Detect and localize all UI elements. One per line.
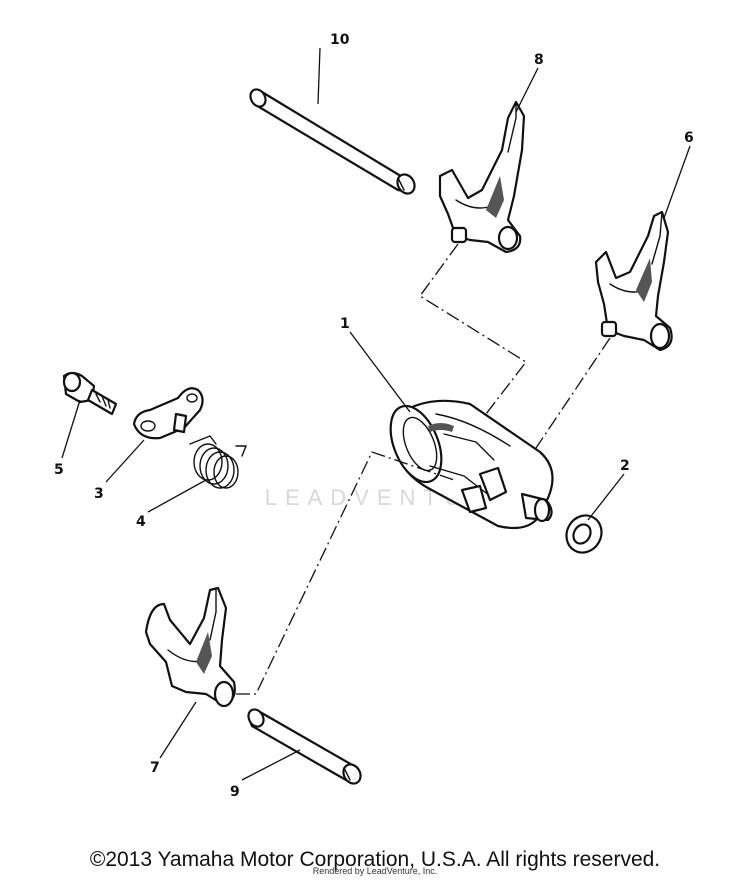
copyright-notice: ©2013 Yamaha Motor Corporation, U.S.A. A… [89, 848, 661, 871]
bolt-5[interactable] [62, 371, 118, 416]
callout-5: 5 [54, 462, 64, 478]
torsion-spring-4[interactable] [189, 435, 247, 489]
callout-7: 7 [150, 760, 160, 776]
callout-9: 9 [230, 784, 240, 800]
washer-2[interactable] [560, 509, 608, 559]
stopper-lever-3[interactable] [132, 387, 204, 440]
callout-1: 1 [340, 316, 350, 332]
shift-fork-7[interactable] [144, 586, 236, 708]
shift-fork-6[interactable] [594, 210, 673, 352]
shift-drum-1[interactable] [381, 399, 554, 530]
callout-6: 6 [684, 130, 694, 146]
shift-fork-8[interactable] [438, 100, 526, 254]
callout-4: 4 [136, 514, 146, 530]
callout-labels: 1 2 3 4 5 6 7 8 9 10 [54, 32, 694, 800]
assembly-lines [236, 243, 611, 695]
leader-lines [61, 47, 691, 781]
callout-2: 2 [620, 458, 630, 474]
callout-8: 8 [534, 52, 544, 68]
callout-10: 10 [330, 32, 350, 48]
guide-bar-9[interactable] [245, 707, 363, 787]
guide-bar-10[interactable] [247, 87, 417, 197]
rendered-by-credit: Rendered by LeadVenture, Inc. [312, 866, 438, 876]
callout-3: 3 [94, 486, 104, 502]
